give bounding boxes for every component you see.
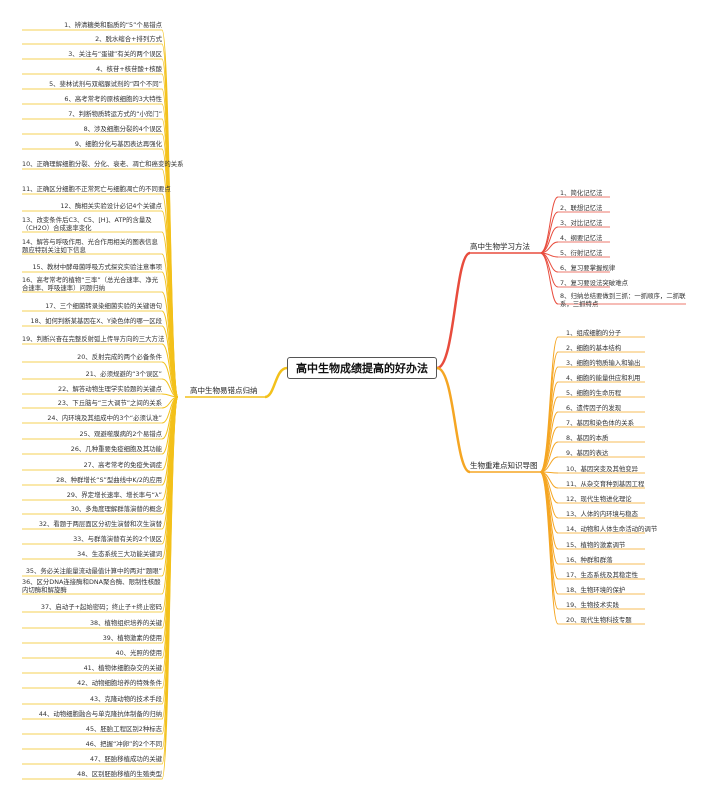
left-leaf-item[interactable]: 27、高考常考的免疫失调症 bbox=[83, 461, 162, 469]
right-bottom-leaf-item[interactable]: 15、植物的激素调节 bbox=[566, 541, 626, 549]
right-bottom-leaf-item[interactable]: 7、基因和染色体的关系 bbox=[566, 419, 634, 427]
left-leaf-item[interactable]: 40、光照的使用 bbox=[115, 649, 162, 657]
left-leaf-item[interactable]: 44、动物细胞融合与单克隆抗体制备的归纳 bbox=[38, 710, 162, 718]
right-top-leaf-item[interactable]: 3、对比记忆法 bbox=[560, 219, 603, 227]
left-leaf-item[interactable]: 35、务必关注能量流动最值计算中的两对“题眼” bbox=[25, 567, 162, 575]
left-leaf-item[interactable]: 16、高考常考的植物“三率”（总光合速率、净光合速率、呼吸速率）问题归纳 bbox=[22, 276, 159, 292]
left-leaf-item[interactable]: 21、必须规避的“3个误区” bbox=[85, 370, 162, 378]
right-bottom-leaf-item[interactable]: 16、种群和群落 bbox=[566, 556, 613, 564]
connector bbox=[539, 196, 559, 254]
right-top-leaf-item[interactable]: 8、归纳总结要做到三抓：一抓顺序，二抓联系，三抓特点 bbox=[560, 292, 686, 308]
right-bottom-leaf-item[interactable]: 13、人体的内环境与稳态 bbox=[566, 510, 639, 518]
left-leaf-item[interactable]: 45、胚胎工程区别2种标志 bbox=[85, 725, 162, 733]
connector bbox=[436, 251, 471, 370]
left-leaf-item[interactable]: 13、改变条件后C3、C5、[H]、ATP的含量及（CH2O）合成速率变化 bbox=[22, 216, 152, 232]
left-leaf-item[interactable]: 22、解答动物生理学实验题的关键点 bbox=[58, 385, 162, 393]
left-leaf-item[interactable]: 25、观避噬膜病的2个易错点 bbox=[79, 430, 163, 438]
left-leaf-item[interactable]: 36、区分DNA连接酶和DNA聚合酶、限制性核酸内切酶和解旋酶 bbox=[22, 578, 161, 594]
left-leaf-item[interactable]: 7、判断物质转运方式的“小窍门” bbox=[68, 110, 162, 118]
left-leaf-item[interactable]: 10、正确理解细胞分裂、分化、衰老、凋亡和癌变的关系 bbox=[22, 160, 184, 168]
connector bbox=[539, 252, 559, 305]
left-leaf-item[interactable]: 42、动物细胞培养的特殊条件 bbox=[77, 679, 162, 687]
left-leaf-item[interactable]: 37、启动子+起始密码；终止子+终止密码 bbox=[40, 603, 162, 611]
left-leaf-item[interactable]: 4、核苷+核苷酸+核酸 bbox=[96, 65, 162, 73]
left-leaf-item[interactable]: 34、生态系统三大功能关键词 bbox=[77, 550, 162, 558]
connector bbox=[161, 396, 179, 780]
left-leaf-item[interactable]: 6、高考常考的原核细胞的3大特性 bbox=[64, 95, 162, 103]
right-top-leaf-item[interactable]: 4、纲要记忆法 bbox=[560, 234, 603, 242]
watermark bbox=[668, 2, 698, 12]
right-bottom-leaf-item[interactable]: 19、生物技术实践 bbox=[566, 601, 619, 609]
left-leaf-item[interactable]: 38、植物组织培养的关键 bbox=[89, 619, 162, 627]
left-leaf-item[interactable]: 12、酶相关实验设计必记4个关键点 bbox=[60, 202, 162, 210]
left-leaf-item[interactable]: 5、斐林试剂与双缩脲试剂的“四个不同” bbox=[49, 80, 162, 88]
left-leaf-item[interactable]: 47、胚胎移植成功的关键 bbox=[89, 755, 162, 763]
branch-label-right-top[interactable]: 高中生物学习方法 bbox=[470, 242, 530, 251]
right-bottom-leaf-item[interactable]: 14、动物和人体生命活动的调节 bbox=[566, 525, 658, 533]
right-top-leaf-item[interactable]: 7、复习要设法突破难点 bbox=[560, 279, 628, 287]
connector bbox=[539, 252, 559, 288]
central-topic[interactable]: 高中生物成绩提高的好办法 bbox=[287, 357, 437, 379]
right-bottom-leaf-item[interactable]: 1、组成细胞的分子 bbox=[566, 329, 622, 337]
right-top-leaf-item[interactable]: 2、联想记忆法 bbox=[560, 204, 603, 212]
connector bbox=[539, 471, 559, 625]
right-bottom-leaf-item[interactable]: 3、细胞的物质输入和输出 bbox=[566, 359, 641, 367]
left-leaf-item[interactable]: 26、几种重要免疫细胞及其功能 bbox=[70, 445, 162, 453]
right-bottom-leaf-item[interactable]: 4、细胞的能量供应和利用 bbox=[566, 374, 641, 382]
connector bbox=[539, 211, 559, 254]
right-top-leaf-item[interactable]: 1、简化记忆法 bbox=[560, 189, 603, 197]
left-leaf-item[interactable]: 39、植物激素的使用 bbox=[102, 634, 162, 642]
left-leaf-item[interactable]: 28、种群增长“S”型曲线中K/2的应用 bbox=[56, 476, 162, 484]
left-leaf-item[interactable]: 9、细胞分化与基因表达再强化 bbox=[74, 140, 162, 148]
right-bottom-leaf-item[interactable]: 10、基因突变及其他变异 bbox=[566, 465, 639, 473]
left-leaf-item[interactable]: 19、判断兴奋在完整反射弧上传导方向的三大方法 bbox=[22, 335, 165, 343]
left-leaf-item[interactable]: 8、涉及细胞分裂的4个误区 bbox=[83, 125, 162, 133]
left-leaf-item[interactable]: 48、区别胚胎移植的生殖类型 bbox=[77, 770, 162, 778]
right-bottom-leaf-item[interactable]: 2、细胞的基本结构 bbox=[566, 344, 622, 352]
left-leaf-item[interactable]: 3、关注与“蛋键”有关的两个误区 bbox=[68, 50, 162, 58]
connector bbox=[264, 366, 288, 399]
right-bottom-leaf-item[interactable]: 5、细胞的生命历程 bbox=[566, 389, 622, 397]
right-bottom-leaf-item[interactable]: 12、现代生物进化理论 bbox=[566, 495, 632, 503]
left-leaf-item[interactable]: 41、植物体细胞杂交的关键 bbox=[83, 664, 162, 672]
left-leaf-item[interactable]: 29、界定增长速率、增长率与“λ” bbox=[66, 491, 162, 499]
left-leaf-item[interactable]: 30、多角度理解群落演替的概念 bbox=[70, 505, 162, 513]
connector bbox=[436, 366, 471, 474]
left-leaf-item[interactable]: 2、脱水缩合+排列方式 bbox=[95, 35, 162, 43]
left-leaf-item[interactable]: 18、如何判断某基因在X、Y染色体的哪一区段 bbox=[30, 317, 162, 325]
connector bbox=[539, 441, 559, 473]
left-leaf-item[interactable]: 1、辨清糖类和脂质的“5”个易错点 bbox=[64, 21, 162, 29]
right-bottom-leaf-item[interactable]: 9、基因的表达 bbox=[566, 449, 609, 457]
right-bottom-leaf-item[interactable]: 11、从杂交育种到基因工程 bbox=[566, 480, 645, 488]
left-leaf-item[interactable]: 14、解答与呼吸作用、光合作用相关的图表信息题应特别关注如下信息 bbox=[22, 238, 158, 254]
right-bottom-leaf-item[interactable]: 8、基因的本质 bbox=[566, 434, 609, 442]
connector bbox=[539, 426, 559, 473]
left-leaf-item[interactable]: 43、克隆动物的技术手段 bbox=[89, 695, 162, 703]
right-bottom-leaf-item[interactable]: 6、遗传因子的发现 bbox=[566, 404, 622, 412]
left-leaf-item[interactable]: 32、看题于两层面区分初生演替和次生演替 bbox=[38, 520, 162, 528]
branch-label-left[interactable]: 高中生物易错点归纳 bbox=[190, 386, 258, 395]
left-leaf-item[interactable]: 24、内环境及其组成中的3个“必须认准” bbox=[47, 414, 162, 422]
right-bottom-leaf-item[interactable]: 17、生态系统及其稳定性 bbox=[566, 571, 639, 579]
right-bottom-leaf-item[interactable]: 20、现代生物科技专题 bbox=[566, 616, 632, 624]
right-top-leaf-item[interactable]: 6、复习要掌握规律 bbox=[560, 264, 616, 272]
left-leaf-item[interactable]: 11、正确区分细胞不正常死亡与细胞凋亡的不同要点 bbox=[22, 185, 171, 193]
branch-label-right-bottom[interactable]: 生物重难点知识导图 bbox=[470, 461, 538, 470]
left-leaf-item[interactable]: 46、把握“冲卵”的2个不同 bbox=[85, 740, 162, 748]
left-leaf-item[interactable]: 20、反射完成的两个必备条件 bbox=[77, 353, 162, 361]
left-leaf-item[interactable]: 33、与群落演替有关的2个误区 bbox=[73, 535, 162, 543]
left-leaf-item[interactable]: 23、下丘脑与“三大调节”之间的关系 bbox=[57, 399, 162, 407]
left-leaf-item[interactable]: 15、教材中酵母菌呼吸方式探究实验注意事项 bbox=[32, 263, 162, 271]
right-top-leaf-item[interactable]: 5、衍射记忆法 bbox=[560, 249, 603, 257]
right-bottom-leaf-item[interactable]: 18、生物环境的保护 bbox=[566, 586, 626, 594]
left-leaf-item[interactable]: 17、三个细菌转录染细菌实验的关键语句 bbox=[45, 302, 162, 310]
